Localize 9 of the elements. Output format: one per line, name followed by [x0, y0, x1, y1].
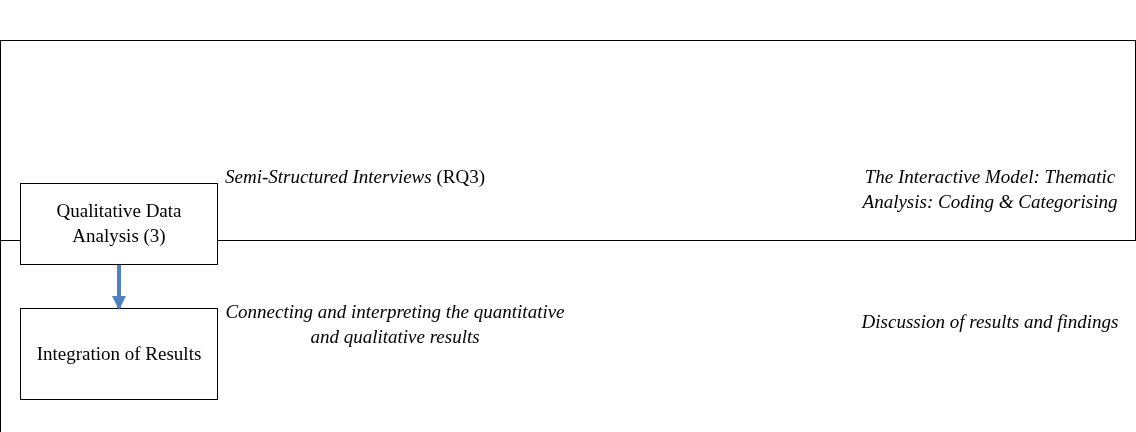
cell-text: Discussion of results and findings: [860, 310, 1120, 334]
process-box: [20, 308, 218, 400]
box-label: Qualitative Data Analysis (3): [55, 199, 183, 248]
arrow: [112, 265, 126, 310]
cell-text: The Interactive Model: Thematic Analysis: Coding & Categorising: [860, 165, 1119, 214]
cell-text: Connecting and interpreting the quantitative and qualitative results: [224, 300, 566, 349]
box-label: Integration of Results: [36, 341, 202, 366]
process-box: [20, 183, 218, 265]
cell-text: Semi-Structured Interviews (RQ3): [225, 165, 485, 189]
